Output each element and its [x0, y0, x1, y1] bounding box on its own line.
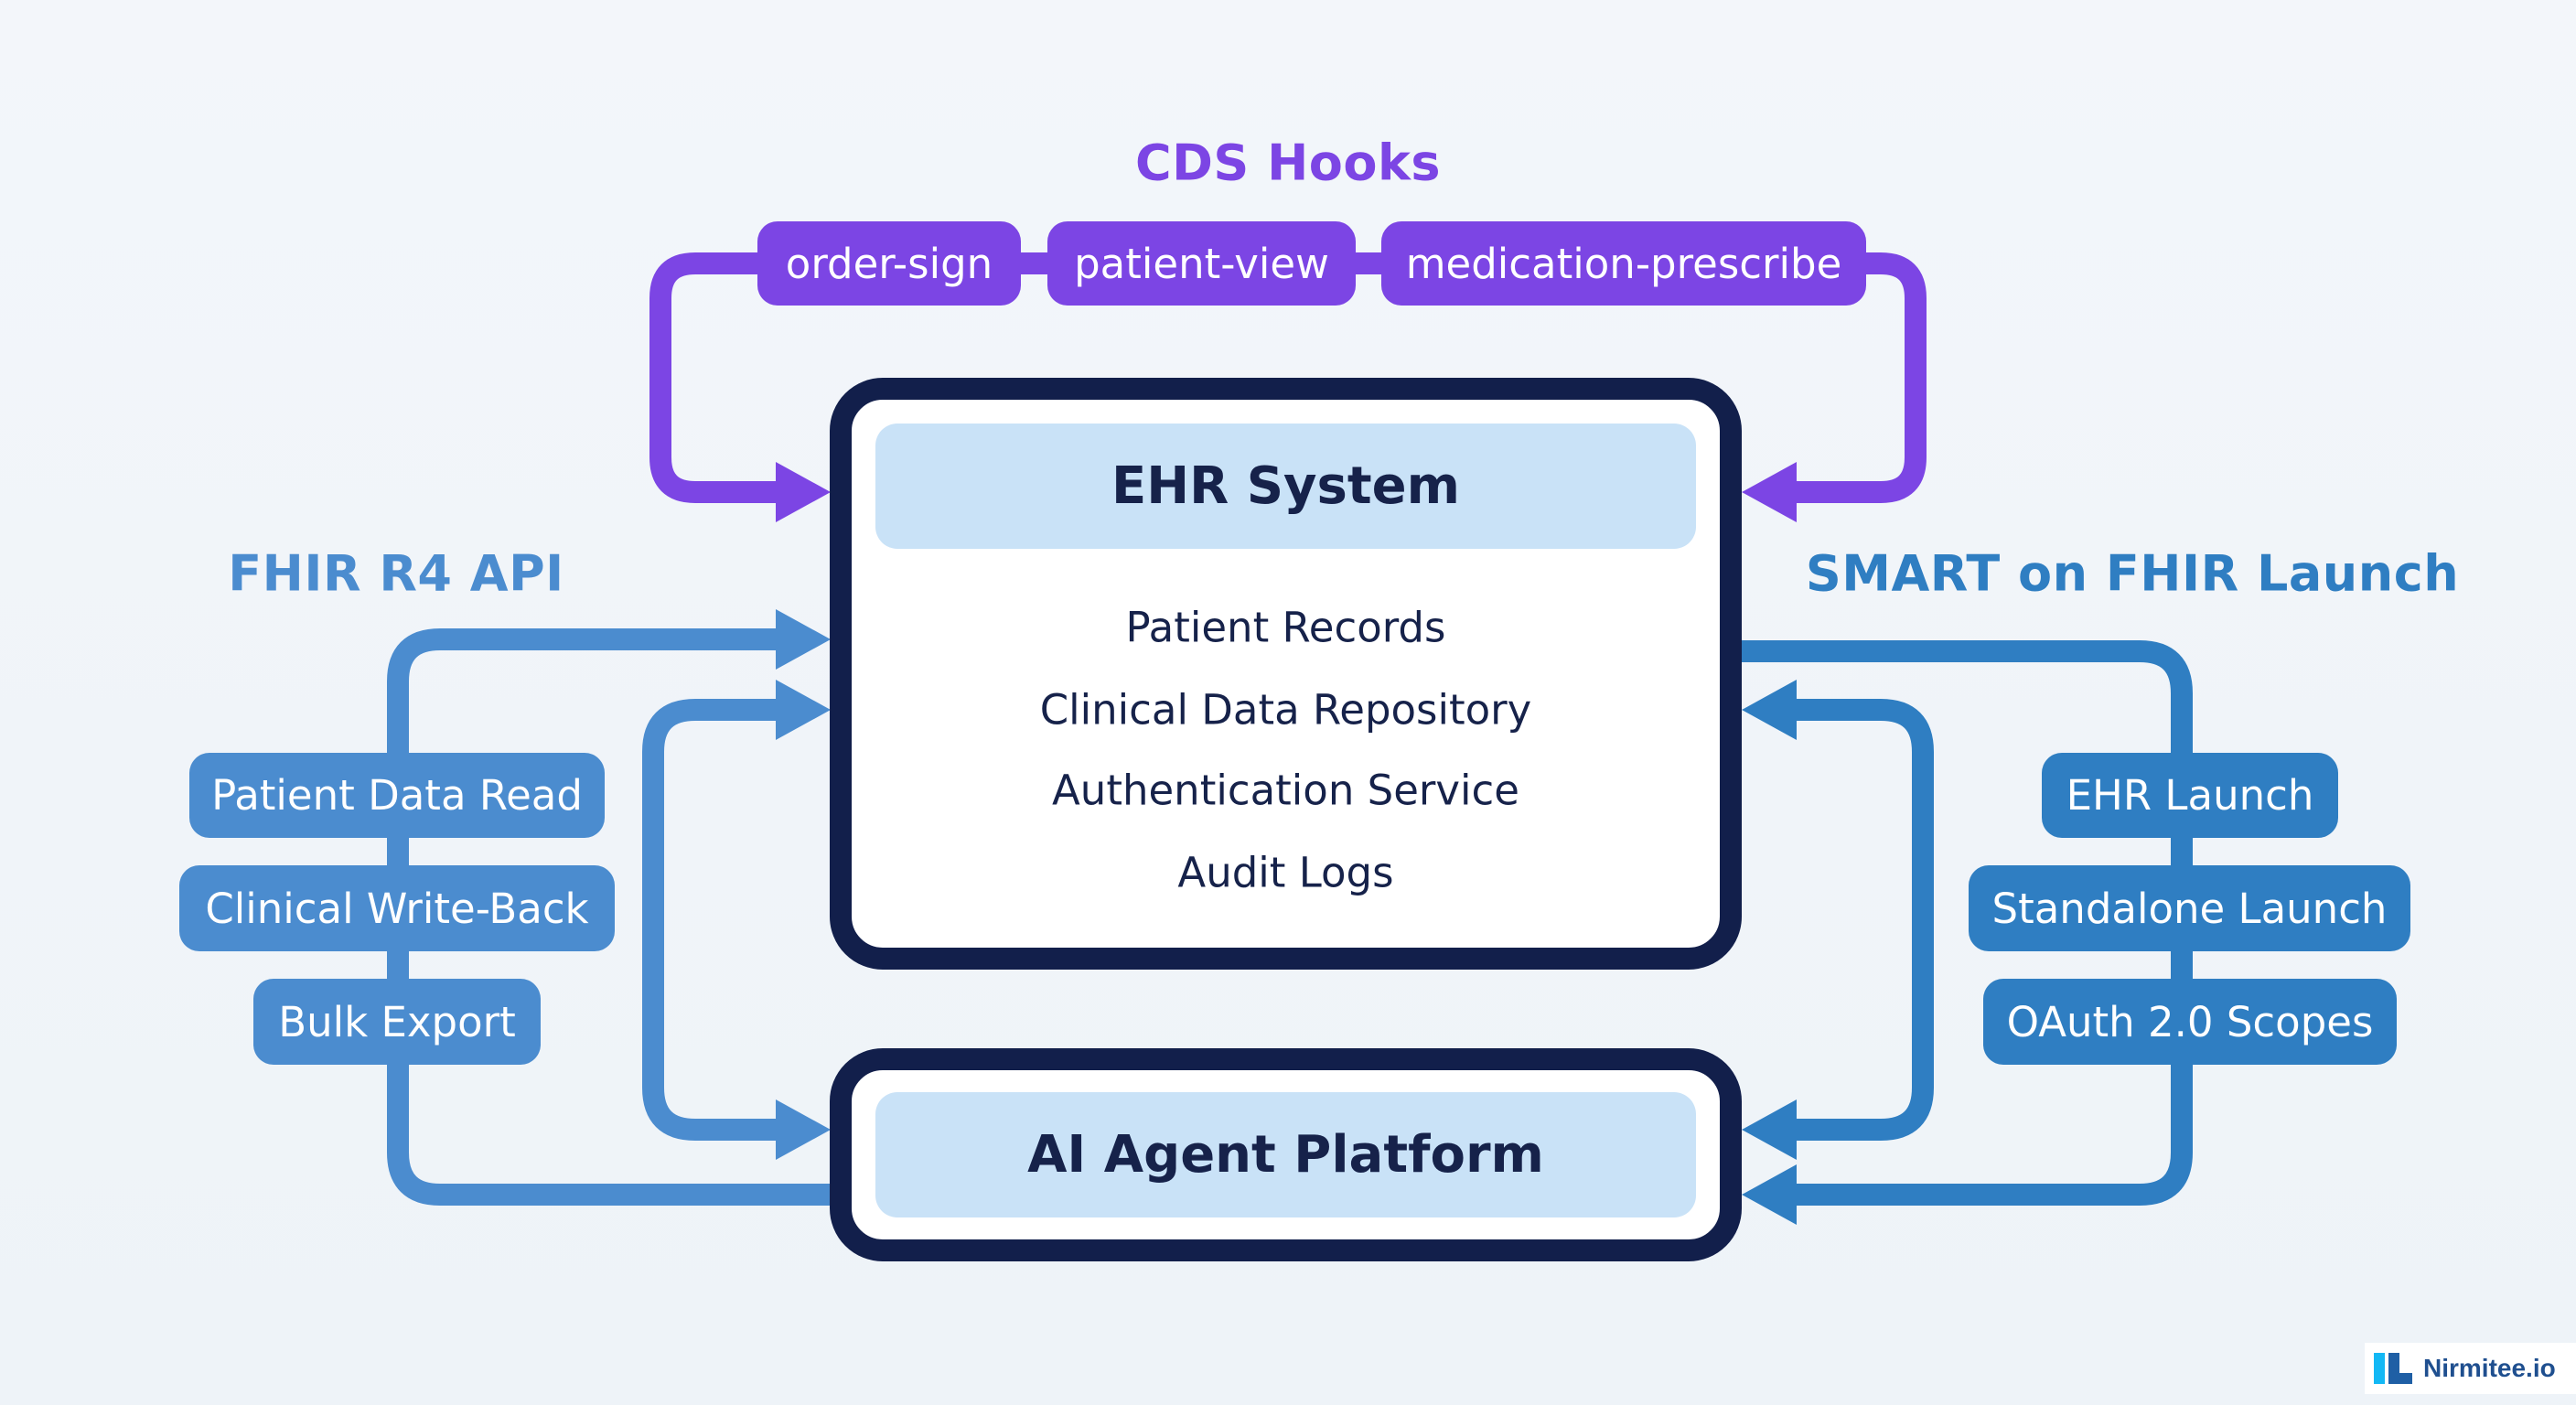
- fhir-bidirectional-loop: [642, 699, 787, 1141]
- ai-agent-platform-box[interactable]: AI Agent Platform: [830, 1048, 1742, 1261]
- cds-hooks-title: CDS Hooks: [1134, 134, 1442, 192]
- smart-trunk-from-ehr: [1742, 640, 2193, 759]
- ai-agent-platform-header: AI Agent Platform: [875, 1092, 1696, 1217]
- ehr-system-header: EHR System: [875, 424, 1696, 549]
- ehr-system-title: EHR System: [1111, 456, 1460, 516]
- cds-connector-left: [649, 252, 787, 503]
- hook-order-sign[interactable]: order-sign: [757, 221, 1021, 306]
- smart-bidirectional-loop: [1791, 699, 1934, 1141]
- hook-patient-view[interactable]: patient-view: [1047, 221, 1356, 306]
- fhir-arrowhead-ehr-1: [776, 609, 831, 670]
- smart-oauth-scopes[interactable]: OAuth 2.0 Scopes: [1983, 979, 2397, 1065]
- fhir-patient-data-read[interactable]: Patient Data Read: [189, 753, 605, 838]
- brand-logo: Nirmitee.io: [2365, 1343, 2576, 1394]
- smart-arrowhead-ai-1: [1742, 1099, 1797, 1160]
- cds-arrowhead-left: [776, 462, 831, 522]
- cds-connector-right: [1791, 252, 1927, 503]
- smart-ehr-launch[interactable]: EHR Launch: [2042, 753, 2338, 838]
- fhir-arrowhead-ehr-2: [776, 680, 831, 740]
- ehr-system-box[interactable]: EHR System Patient Records Clinical Data…: [830, 378, 1742, 970]
- ehr-component-audit-logs: Audit Logs: [1177, 848, 1394, 897]
- nirmitee-logo-icon: [2374, 1353, 2412, 1384]
- fhir-trunk-to-ai: [387, 1061, 834, 1206]
- fhir-bulk-export[interactable]: Bulk Export: [253, 979, 541, 1065]
- fhir-trunk-to-ehr: [387, 628, 787, 759]
- smart-standalone-launch[interactable]: Standalone Launch: [1969, 865, 2410, 951]
- ai-agent-platform-title: AI Agent Platform: [1027, 1125, 1544, 1185]
- brand-name: Nirmitee.io: [2423, 1354, 2556, 1382]
- ehr-component-authentication-service: Authentication Service: [1052, 766, 1519, 815]
- smart-launch-title: SMART on FHIR Launch: [1805, 544, 2460, 603]
- ehr-component-patient-records: Patient Records: [1125, 603, 1446, 652]
- cds-arrowhead-right: [1742, 462, 1797, 522]
- ehr-component-clinical-data-repository: Clinical Data Repository: [1039, 685, 1532, 735]
- fhir-clinical-write-back[interactable]: Clinical Write-Back: [179, 865, 615, 951]
- fhir-api-title: FHIR R4 API: [228, 544, 564, 603]
- smart-trunk-to-ai: [1791, 1061, 2193, 1206]
- smart-arrowhead-ehr: [1742, 680, 1797, 740]
- smart-arrowhead-ai-2: [1742, 1164, 1797, 1225]
- hook-medication-prescribe[interactable]: medication-prescribe: [1381, 221, 1866, 306]
- fhir-arrowhead-ai: [776, 1099, 831, 1160]
